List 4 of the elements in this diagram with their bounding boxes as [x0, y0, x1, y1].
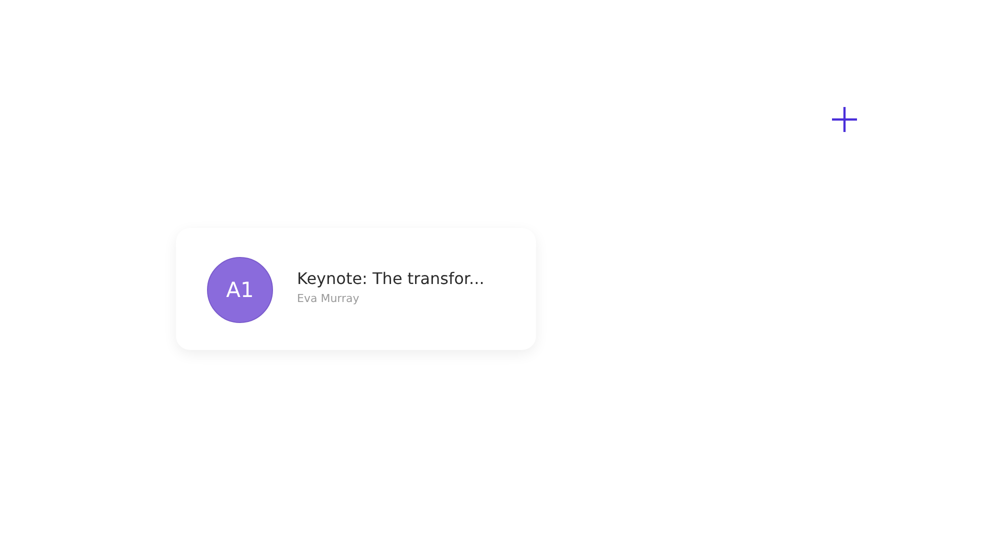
avatar-circle: A1	[207, 257, 273, 323]
session-card	[176, 228, 536, 350]
speaker-name: Eva Murray	[297, 292, 360, 305]
session-title: Keynote: The transfor...	[297, 269, 484, 288]
